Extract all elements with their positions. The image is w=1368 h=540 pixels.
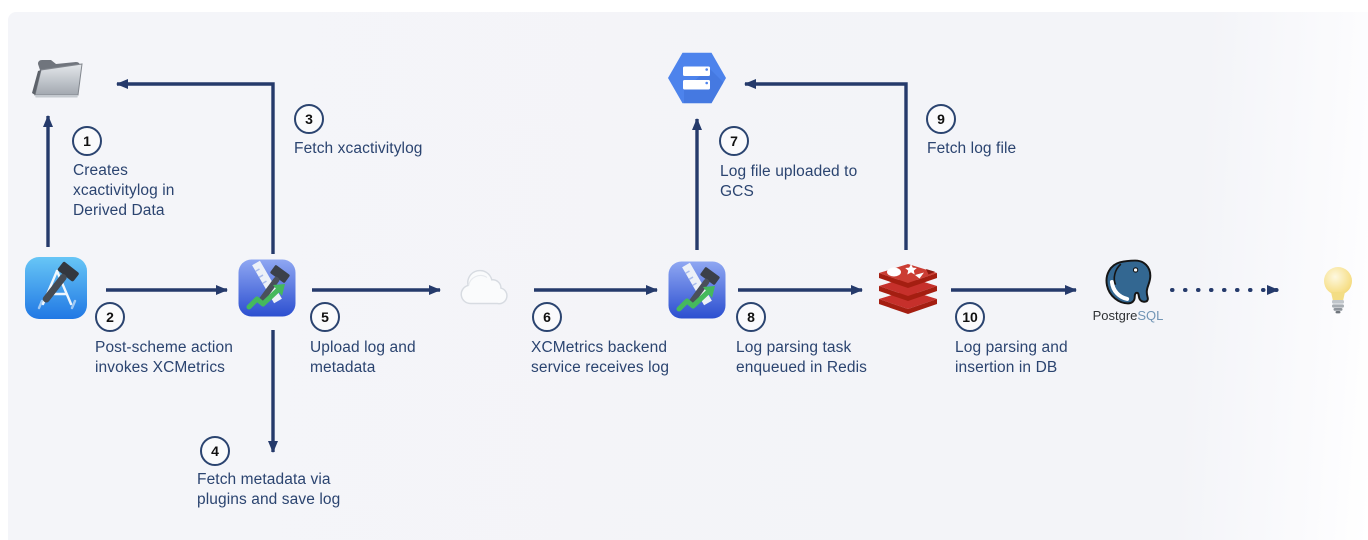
step-4-annotation: 4 Fetch metadata via plugins and save lo… [197,436,340,508]
step-number-badge: 5 [310,302,340,332]
step-1-annotation: 1 Creates xcactivitylog in Derived Data [72,126,174,219]
step-label: Log parsing task enqueued in Redis [736,339,867,376]
folder-icon [30,52,90,100]
step-label: Fetch metadata via plugins and save log [197,471,341,508]
xcmetrics-backend-icon [668,261,726,319]
step-number-badge: 10 [955,302,985,332]
step-label: XCMetrics backend service receives log [531,339,670,376]
step-3-annotation: 3 Fetch xcactivitylog [294,104,422,157]
step-label: Creates xcactivitylog in Derived Data [73,162,175,219]
step-label: Log parsing and insertion in DB [955,339,1068,376]
step-9-annotation: 9 Fetch log file [926,104,1016,157]
step-number-badge: 9 [926,104,956,134]
postgresql-label: PostgreSQL [1093,308,1164,323]
postgresql-label-primary: Postgre [1092,308,1138,323]
step-number-badge: 4 [200,436,230,466]
cloud-icon [458,269,512,309]
step-2-annotation: 2 Post-scheme action invokes XCMetrics [95,302,233,376]
step-number-badge: 8 [736,302,766,332]
xcmetrics-client-icon [238,259,296,317]
step-number-badge: 6 [532,302,562,332]
step-number-badge: 7 [719,126,749,156]
postgresql-label-accent: SQL [1137,308,1164,323]
step-number-badge: 1 [72,126,102,156]
step-label: Fetch xcactivitylog [294,140,423,157]
gcs-hexagon-icon [668,52,726,104]
redis-icon [877,261,939,319]
step-label: Post-scheme action invokes XCMetrics [95,339,233,376]
step-number-badge: 2 [95,302,125,332]
xcode-icon [22,256,90,320]
step-6-annotation: 6 XCMetrics backend service receives log [531,302,669,376]
step-7-annotation: 7 Log file uploaded to GCS [719,126,857,200]
lightbulb-icon [1321,265,1355,315]
step-10-annotation: 10 Log parsing and insertion in DB [955,302,1068,376]
step-8-annotation: 8 Log parsing task enqueued in Redis [736,302,867,376]
step-label: Upload log and metadata [310,339,416,376]
postgresql-icon: PostgreSQL [1091,257,1165,323]
step-5-annotation: 5 Upload log and metadata [310,302,416,376]
step-number-badge: 3 [294,104,324,134]
step-label: Log file uploaded to GCS [720,163,858,200]
step-label: Fetch log file [927,140,1017,157]
